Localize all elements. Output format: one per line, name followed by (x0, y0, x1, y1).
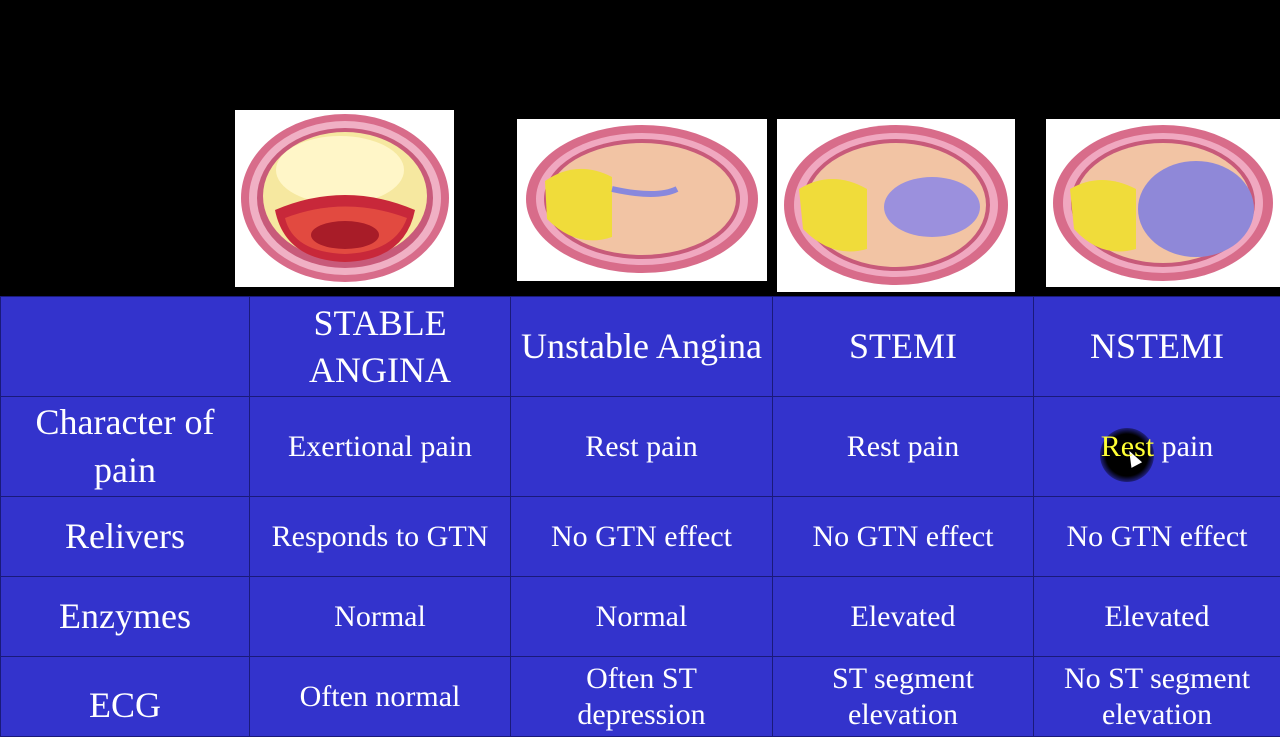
unstable-angina-artery-image (517, 119, 767, 281)
artery-cross-section-icon (235, 110, 454, 287)
row-label-character-of-pain: Character of pain (1, 397, 250, 497)
table-row: Relivers Responds to GTN No GTN effect N… (1, 497, 1280, 577)
table-cell-nstemi-pain: Rest pain (1034, 397, 1280, 497)
row-label-enzymes: Enzymes (1, 577, 250, 657)
table-cell: No GTN effect (773, 497, 1034, 577)
table-cell: No ST segment elevation (1034, 657, 1280, 737)
table-cell: ST segment elevation (773, 657, 1034, 737)
row-label-relivers: Relivers (1, 497, 250, 577)
stemi-artery-image (777, 119, 1015, 292)
nstemi-artery-image (1046, 119, 1280, 287)
table-cell: Normal (511, 577, 773, 657)
table-cell: Elevated (773, 577, 1034, 657)
comparison-table: STABLE ANGINA Unstable Angina STEMI NSTE… (0, 296, 1280, 737)
table-cell: No GTN effect (1034, 497, 1280, 577)
header-stemi: STEMI (773, 297, 1034, 397)
header-stable-angina: STABLE ANGINA (250, 297, 511, 397)
table-cell: Rest pain (773, 397, 1034, 497)
table-cell: Elevated (1034, 577, 1280, 657)
header-cell-empty (1, 297, 250, 397)
cell-text-rest: pain (1154, 430, 1213, 463)
table-cell: No GTN effect (511, 497, 773, 577)
table-cell: Often normal (250, 657, 511, 737)
table-cell: Responds to GTN (250, 497, 511, 577)
header-unstable-angina: Unstable Angina (511, 297, 773, 397)
header-nstemi: NSTEMI (1034, 297, 1280, 397)
artery-cross-section-icon (777, 119, 1015, 292)
row-label-ecg: ECG (1, 657, 250, 737)
artery-cross-section-icon (1046, 119, 1280, 287)
table-row: ECG Often normal Often ST depression ST … (1, 657, 1280, 737)
table-cell: Exertional pain (250, 397, 511, 497)
table-row: Character of pain Exertional pain Rest p… (1, 397, 1280, 497)
table-cell: Rest pain (511, 397, 773, 497)
stable-angina-artery-image (235, 110, 454, 287)
highlighted-word: Rest (1101, 430, 1154, 463)
table-cell: Often ST depression (511, 657, 773, 737)
table-row: Enzymes Normal Normal Elevated Elevated (1, 577, 1280, 657)
table-cell: Normal (250, 577, 511, 657)
table-header-row: STABLE ANGINA Unstable Angina STEMI NSTE… (1, 297, 1280, 397)
artery-cross-section-icon (517, 119, 767, 281)
